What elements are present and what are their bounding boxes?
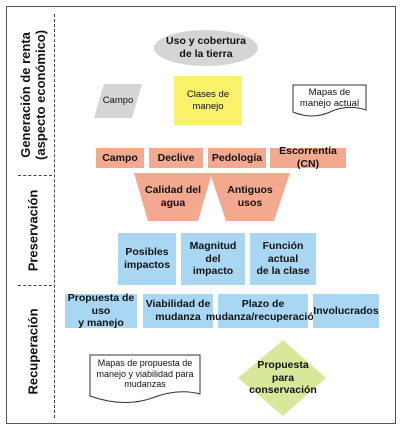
salmon-box-campo: Campo: [96, 148, 144, 168]
recovery-box-involucrados: Involucrados: [313, 294, 379, 328]
salmon-box-pedologia: Pedología: [208, 148, 266, 168]
trapezoid-antiguos-shape: [210, 173, 290, 221]
campo-parallelogram-shape: [94, 84, 142, 118]
mapas-propuesta-shape: [89, 354, 201, 404]
mapas-manejo-actual-shape: [292, 84, 367, 117]
salmon-box-declive: Declive: [149, 148, 203, 168]
sidebar-divider: [18, 285, 52, 286]
top-ellipse-shape: [154, 30, 258, 66]
diagram-frame: [6, 6, 396, 424]
sidebar: [13, 14, 55, 418]
salmon-box-escorrentia: Escorrentía (CN): [270, 145, 346, 170]
diamond-shape: [238, 340, 326, 416]
campo-parallelogram-label: Campo: [102, 95, 134, 107]
trapezoid-calidad-shape: [134, 173, 212, 221]
sidebar-divider: [18, 175, 52, 176]
